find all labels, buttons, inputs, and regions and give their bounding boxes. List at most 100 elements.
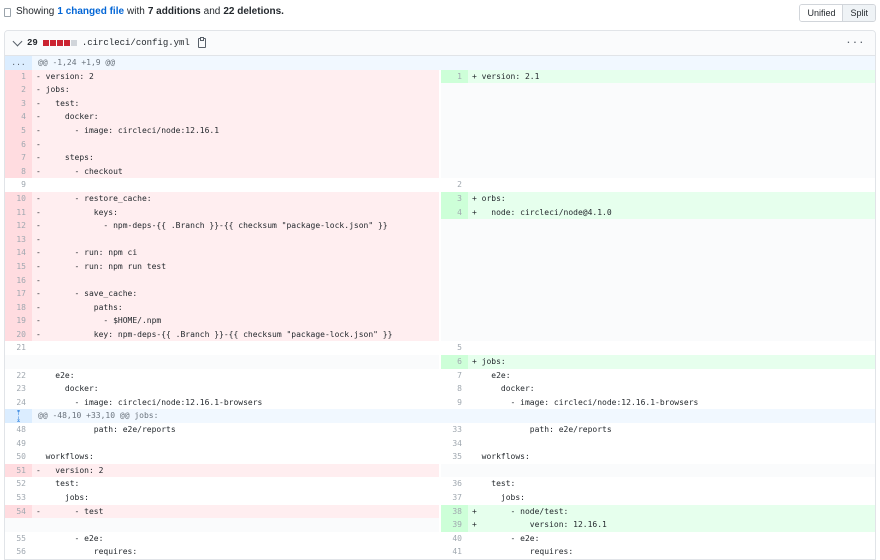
line-number[interactable] [441, 110, 468, 124]
right-line: 34 [441, 437, 875, 451]
line-number[interactable] [441, 287, 468, 301]
left-line: 7- steps: [5, 151, 439, 165]
line-number[interactable] [441, 274, 468, 288]
line-number[interactable]: 6 [5, 137, 32, 152]
line-number[interactable] [441, 260, 468, 274]
line-number[interactable]: 49 [16, 438, 26, 448]
line-number[interactable]: 18 [5, 300, 32, 315]
line-number[interactable] [5, 518, 32, 532]
line-number[interactable] [441, 83, 468, 97]
line-number[interactable]: 24 [16, 397, 26, 407]
line-number[interactable]: 12 [5, 219, 32, 233]
line-number[interactable]: 39 [441, 518, 468, 532]
right-line [441, 287, 875, 301]
line-number[interactable]: 9 [457, 397, 462, 407]
left-line: 50 workflows: [5, 450, 439, 464]
code-line: requires: [472, 547, 574, 557]
line-number[interactable] [441, 328, 468, 342]
line-number[interactable]: 35 [452, 452, 462, 462]
line-number[interactable] [441, 124, 468, 138]
line-number[interactable] [5, 355, 32, 369]
line-number[interactable]: 9 [21, 180, 26, 190]
split-divider [439, 300, 441, 315]
line-number[interactable]: 6 [441, 355, 468, 369]
line-number[interactable]: 54 [5, 504, 32, 519]
line-number[interactable] [441, 246, 468, 260]
line-number[interactable]: 36 [452, 479, 462, 489]
line-number[interactable] [441, 464, 468, 478]
line-number[interactable]: 37 [452, 493, 462, 502]
line-number[interactable]: 15 [5, 259, 32, 274]
code-line [468, 274, 875, 288]
line-number[interactable] [441, 151, 468, 165]
expand-more-icon[interactable]: ... [5, 56, 32, 70]
line-number[interactable] [441, 97, 468, 111]
right-line [441, 123, 875, 138]
line-number[interactable]: 1 [441, 69, 468, 84]
line-number[interactable]: 55 [16, 533, 26, 543]
split-divider [439, 477, 441, 491]
line-number[interactable]: 23 [16, 384, 26, 394]
line-number[interactable]: 16 [5, 273, 32, 288]
split-divider [439, 246, 441, 260]
expand-arrows-icon[interactable]: ⤒⤓ [5, 409, 32, 424]
changed-files-link[interactable]: 1 changed file [57, 6, 125, 17]
code-line: - - save_cache: [36, 289, 138, 299]
line-number[interactable]: 5 [457, 343, 462, 353]
code-line: - - image: circleci/node:12.16.1 [36, 125, 220, 135]
line-number[interactable]: 19 [5, 314, 32, 328]
line-number[interactable]: 7 [5, 151, 32, 165]
line-number[interactable]: 11 [5, 205, 32, 220]
line-number[interactable]: 13 [5, 232, 32, 247]
line-number[interactable] [441, 165, 468, 179]
code-line: - paths: [36, 302, 123, 312]
line-number[interactable]: 2 [457, 180, 462, 190]
clipboard-icon[interactable] [197, 37, 206, 48]
line-number[interactable]: 3 [441, 191, 468, 206]
split-button[interactable]: Split [842, 5, 875, 21]
line-number[interactable]: 42 [441, 558, 468, 559]
line-number[interactable]: 8 [5, 164, 32, 179]
line-number[interactable]: 2 [5, 83, 32, 97]
line-number[interactable]: 40 [452, 533, 462, 543]
line-number[interactable] [441, 219, 468, 233]
line-number[interactable]: 14 [5, 246, 32, 260]
line-number[interactable]: 38 [441, 504, 468, 519]
line-number[interactable]: 51 [5, 463, 32, 478]
line-number[interactable]: 56 [16, 547, 26, 557]
line-number[interactable]: 50 [16, 452, 26, 462]
line-number[interactable]: 22 [16, 370, 26, 380]
line-number[interactable]: 53 [16, 493, 26, 502]
code-line: - - npm-deps-{{ .Branch }}-{{ checksum "… [36, 221, 388, 231]
line-number[interactable]: 7 [457, 370, 462, 380]
split-divider [439, 436, 441, 451]
line-number[interactable]: 8 [457, 384, 462, 394]
line-number[interactable]: 20 [5, 327, 32, 342]
line-number[interactable]: 3 [5, 96, 32, 111]
line-number[interactable]: 1 [5, 69, 32, 84]
line-number[interactable]: 52 [16, 479, 26, 489]
file-path[interactable]: .circleci/config.yml [81, 38, 190, 48]
line-number[interactable]: 41 [452, 547, 462, 557]
code-line [32, 518, 439, 532]
line-number[interactable]: 5 [5, 123, 32, 138]
line-number[interactable] [441, 301, 468, 315]
diff-row: 23 docker:8 docker: [5, 382, 875, 396]
line-number[interactable] [441, 233, 468, 247]
chevron-down-icon[interactable] [12, 36, 23, 46]
line-number[interactable]: 33 [452, 425, 462, 435]
line-number[interactable] [441, 314, 468, 328]
line-number[interactable]: 57 [5, 558, 32, 559]
line-number[interactable]: 48 [16, 425, 26, 435]
line-number[interactable]: 4 [5, 110, 32, 124]
line-number[interactable]: 10 [5, 191, 32, 206]
unified-button[interactable]: Unified [800, 5, 843, 21]
line-number[interactable]: 17 [5, 287, 32, 301]
split-divider [439, 287, 441, 301]
line-number[interactable]: 34 [452, 438, 462, 448]
line-number[interactable]: 21 [16, 343, 26, 353]
line-number[interactable] [441, 138, 468, 152]
right-line [441, 314, 875, 328]
line-number[interactable]: 4 [441, 205, 468, 220]
more-options-icon[interactable]: ··· [845, 38, 865, 48]
